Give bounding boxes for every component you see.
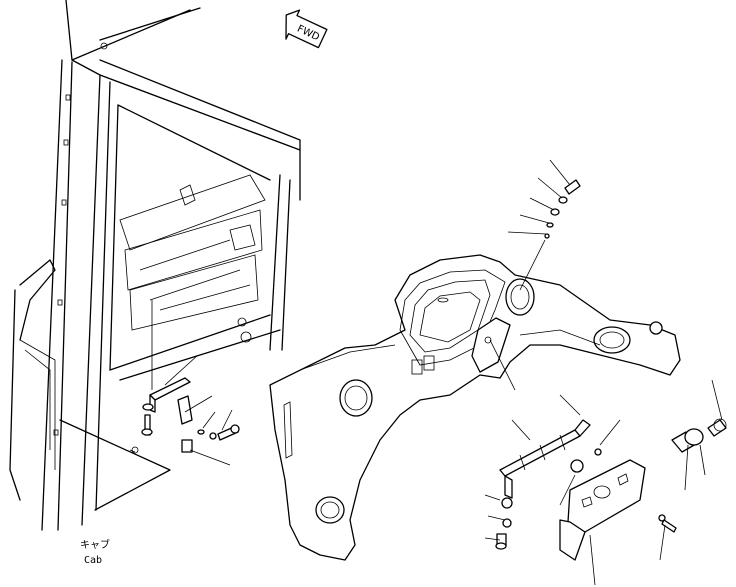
switch-plate-assembly: [484, 339, 727, 586]
cab-label-jp: キャブ: [80, 538, 110, 551]
cab-label-en: Cab: [84, 555, 102, 566]
fwd-arrow: FWD: [285, 9, 328, 49]
fastener-stack: [507, 159, 581, 291]
dashboard-panel: [269, 254, 681, 561]
cab-frame: [9, 0, 301, 531]
cab-label: キャブ Cab: [80, 538, 110, 566]
cab-bracket-assembly: [141, 300, 240, 466]
